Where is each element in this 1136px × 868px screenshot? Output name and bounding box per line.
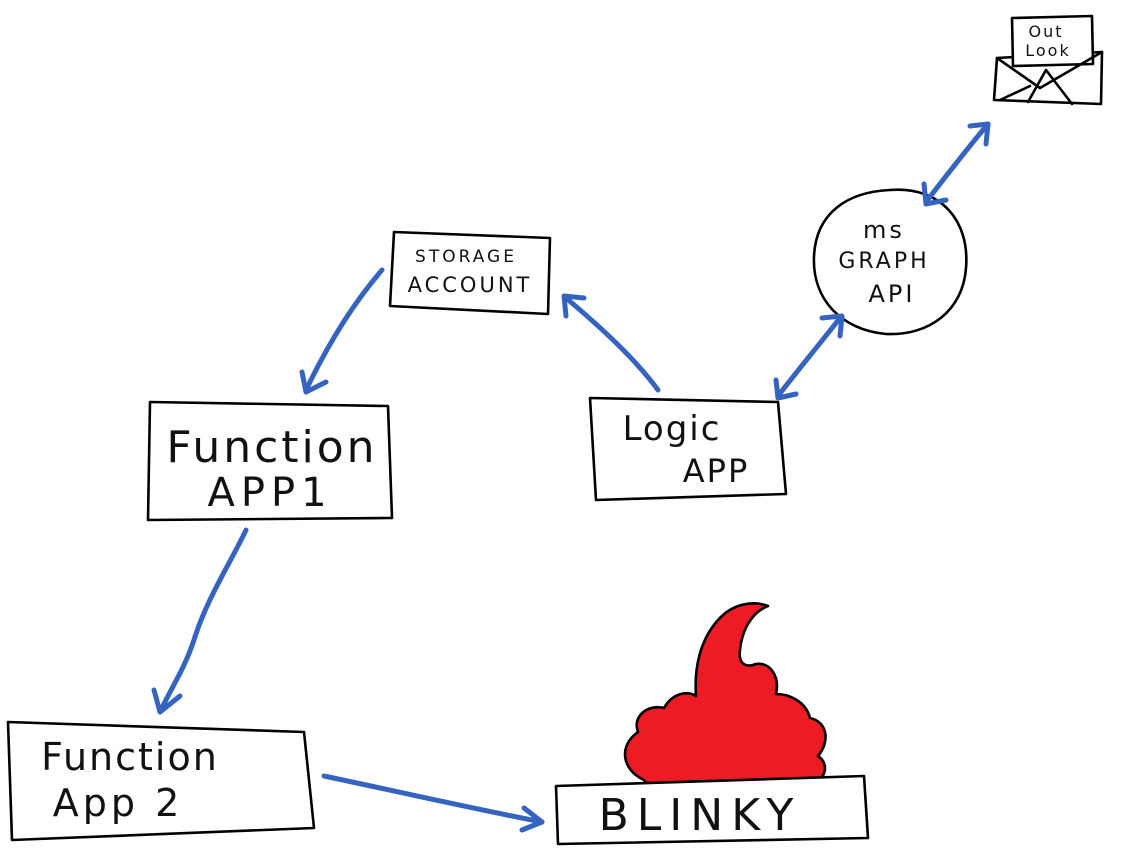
arrowhead-icon	[519, 805, 545, 833]
ms-graph-api-label-line2: GRAPH	[838, 249, 929, 274]
edge-ms-graph-to-outlook	[921, 121, 991, 207]
logic-app-node: Logic APP	[588, 396, 788, 502]
edge-line	[303, 267, 385, 393]
blinky-node: BLINKY	[554, 602, 870, 846]
edges	[151, 121, 991, 833]
arrowhead-icon	[921, 181, 949, 207]
blinky-label: BLINKY	[599, 790, 802, 841]
arrowhead-icon	[561, 293, 587, 319]
outlook-label-line1: Out	[1028, 22, 1063, 41]
edge-line	[923, 121, 991, 205]
storage-account-node: STORAGE ACCOUNT	[388, 230, 552, 316]
envelope-icon	[992, 14, 1104, 106]
edge-line	[563, 295, 661, 393]
storage-account-label-line1: STORAGE	[415, 247, 517, 267]
arrowhead-icon	[773, 377, 799, 401]
logic-app-label-line2: APP	[683, 452, 749, 490]
logic-app-label-line1: Logic	[623, 409, 722, 449]
edge-line	[321, 773, 545, 825]
edge-line	[775, 315, 843, 399]
function-app-1-node: Function APP1	[146, 400, 394, 522]
edge-function-app-2-to-blinky	[321, 773, 545, 833]
outlook-label-line2: Look	[1025, 41, 1070, 60]
function-app-2-label-line1: Function	[41, 735, 219, 779]
arrowhead-icon	[299, 369, 329, 395]
edge-function-app-1-to-function-app-2	[151, 527, 249, 715]
edge-storage-to-function-app-1	[299, 267, 385, 395]
function-app-1-label-line2: APP1	[207, 470, 332, 516]
edge-logic-app-to-ms-graph	[773, 313, 845, 401]
ms-graph-api-node: ms GRAPH API	[812, 188, 968, 336]
function-app-2-label-line2: App 2	[53, 781, 184, 825]
edge-logic-app-to-storage	[561, 293, 661, 393]
arrowhead-icon	[967, 121, 991, 147]
blob-icon	[623, 602, 827, 790]
ms-graph-api-label-line3: API	[869, 280, 916, 308]
edge-line	[157, 527, 249, 715]
function-app-1-label-line1: Function	[166, 422, 377, 473]
arrowhead-icon	[819, 313, 845, 339]
outlook-node: Out Look	[992, 14, 1104, 106]
ms-graph-api-label-line1: ms	[863, 216, 905, 244]
function-app-2-node: Function App 2	[6, 720, 316, 842]
storage-account-label-line2: ACCOUNT	[408, 273, 533, 297]
arrowhead-icon	[151, 687, 183, 715]
